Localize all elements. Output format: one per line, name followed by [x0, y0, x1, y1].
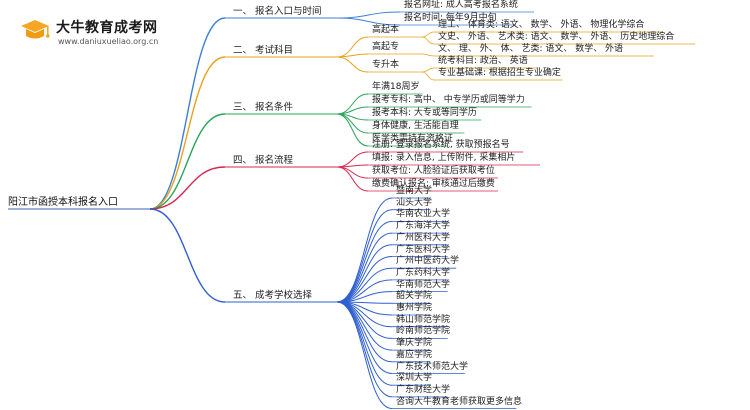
branch-label-5: 五、 成考学校选择 — [233, 290, 313, 301]
brand-title: 大牛教育成考网 — [56, 20, 158, 36]
branch-5-item-connector — [336, 220, 393, 303]
school-item: 惠州学院 — [396, 303, 433, 313]
school-item: 岭南师范学院 — [396, 326, 451, 337]
branch-3-item-connector — [336, 113, 369, 147]
branch-label-2: 二、 考试科目 — [233, 45, 294, 56]
branch-2-item-connector — [421, 36, 435, 45]
school-item: 广东药科大学 — [396, 267, 451, 278]
branch-2-group-connector — [336, 56, 369, 73]
branch-2-item: 文史、 外语、 艺术类: 语文、 数学、 外语、 历史地理综合 — [438, 32, 675, 42]
branch-label-1: 一、 报名入口与时间 — [233, 6, 322, 17]
branch-1-item: 报名时间: 每年9月中旬 — [404, 13, 497, 23]
branch-4-item: 缴费确认报名: 审核通过后缴费 — [372, 179, 495, 189]
branch-2-item-connector — [421, 53, 435, 57]
branch-3-item: 报考专科: 高中、 中专学历或同等学力 — [372, 95, 525, 105]
root-node: 阳江市函授本科报名入口 — [8, 197, 118, 208]
branch-5-item-connector — [336, 256, 393, 303]
school-item: 肇庆学院 — [396, 338, 433, 349]
school-item: 华南农业大学 — [396, 209, 451, 220]
branch-2-item: 专业基础课: 根据招生专业确定 — [438, 68, 561, 78]
school-item: 广东海洋大学 — [396, 221, 451, 232]
branch-connector-5 — [149, 208, 226, 303]
logo-icon — [18, 18, 52, 44]
branch-3-item: 报考本科: 大专或等同学历 — [372, 108, 477, 118]
branch-5-item-connector — [336, 209, 393, 303]
branch-5-item-connector — [336, 301, 393, 374]
branch-connector-4 — [149, 166, 226, 210]
school-item: 华南师范大学 — [396, 279, 451, 290]
branch-4-item: 注册: 登录报名系统, 获取预报名号 — [372, 140, 510, 150]
school-item: 韶关学院 — [396, 291, 433, 302]
branch-2-item-connector — [421, 71, 435, 81]
branch-connector-1 — [149, 17, 226, 210]
branch-5-item-connector — [336, 197, 393, 303]
branch-2-group-label: 高起专 — [372, 42, 400, 52]
branch-2-item: 统考科目: 政治、 英语 — [438, 56, 528, 66]
branch-2-item-connector — [421, 67, 435, 73]
school-item: 广东医科大学 — [396, 244, 451, 255]
branch-4-item-connector — [336, 166, 369, 192]
branch-label-4: 四、 报名流程 — [233, 155, 294, 166]
branch-2-group-label: 专升本 — [372, 60, 400, 70]
branch-5-item-connector — [336, 301, 393, 363]
branch-label-3: 三、 报名条件 — [233, 102, 294, 113]
school-item: 韩山师范学院 — [396, 314, 451, 325]
branch-1-item: 报名网址: 成人高考报名系统 — [404, 0, 518, 10]
school-item: 深圳大学 — [396, 373, 433, 384]
branch-4-item-connector — [336, 166, 369, 179]
branch-3-item: 医学类需持有资格证 — [372, 134, 454, 144]
branch-4-item: 获取考位: 人脸验证后获取考位 — [372, 166, 495, 176]
school-item: 广东财经大学 — [396, 384, 451, 395]
branch-5-item-connector — [336, 301, 393, 410]
branch-2-item-connector — [421, 31, 435, 38]
school-item: 广东技术师范大学 — [396, 361, 469, 372]
branch-2-group-label: 高起本 — [372, 25, 400, 35]
brand-subtitle: www.daniuxueliao.org.cn — [58, 37, 159, 46]
branch-5-item-connector — [336, 232, 393, 303]
branch-connector-3 — [149, 113, 226, 210]
school-item: 暨南大学 — [396, 186, 433, 196]
school-item: 嘉应学院 — [396, 349, 433, 360]
school-item: 咨询大牛教育老师获取更多信息 — [396, 396, 523, 407]
branch-1-item-connector — [336, 17, 401, 26]
branch-3-item: 身体健康, 生活能自理 — [372, 121, 459, 131]
branch-connector-2 — [149, 56, 226, 210]
branch-1-item-connector — [336, 11, 401, 19]
branch-2-group-connector — [336, 53, 369, 58]
school-item: 广州中医药大学 — [396, 256, 460, 267]
branch-2-item: 文、 理、 外、 体、 艺类: 语文、 数学、 外语 — [438, 44, 624, 54]
branch-2-item: 理工、 体育类: 语文、 数学、 外语、 物理化学综合 — [438, 20, 645, 30]
school-item: 广州医科大学 — [396, 232, 451, 243]
branch-5-item-connector — [336, 244, 393, 303]
branch-4-item: 填报: 录入信息, 上传附件, 采集相片 — [372, 153, 516, 163]
branch-3-item: 年满18周岁 — [372, 82, 420, 92]
school-item: 汕头大学 — [396, 197, 433, 208]
